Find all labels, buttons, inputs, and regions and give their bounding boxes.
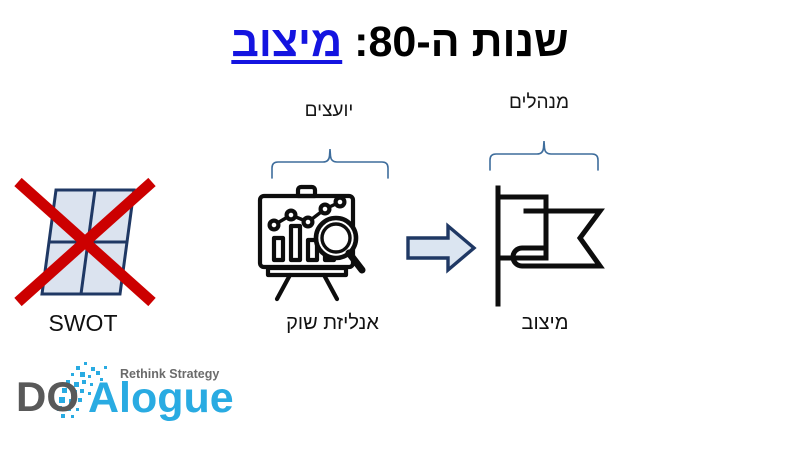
right-arrow-icon [404,222,478,274]
presentation-chart-magnifier-icon [252,182,377,304]
logo-tagline: Rethink Strategy [120,367,219,381]
group-label-managers: מנהלים [509,92,569,113]
swot-matrix-icon [8,172,160,312]
logo-word-do: DO [16,373,79,420]
caption-swot: SWOT [48,310,118,336]
title-plain-text: שנות ה-80: [342,18,569,66]
curly-brace-managers [489,140,599,171]
logo-word-alogue: Alogue [88,374,234,422]
red-cross-overlay [14,177,156,307]
group-label-consultants: יועצים [304,100,354,121]
title-accent-text: מיצוב [231,18,343,66]
curly-brace-consultants [271,148,389,179]
brand-logo: DO Alogue Rethink Strategy [16,360,241,422]
caption-market-analysis: אנליזת שוק [286,312,379,334]
logo-pixel-dissolve [57,362,107,418]
flag-icon [484,180,612,310]
caption-positioning: מיצוב [521,312,569,334]
page-title: שנות ה-80: מיצוב [0,18,800,67]
